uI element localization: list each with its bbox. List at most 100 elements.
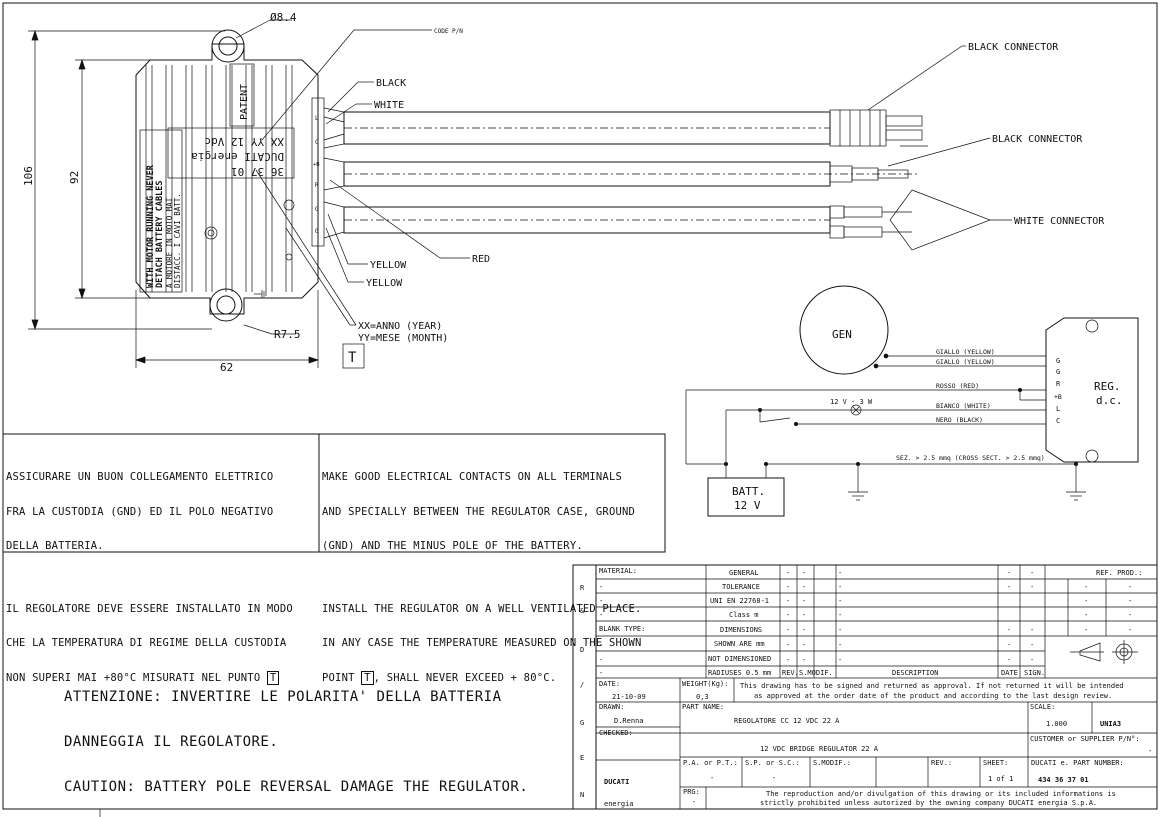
wire-label-red: ROSSO (RED) [936, 382, 979, 390]
black-connector-2 [829, 165, 909, 183]
sheet-format: UNIA3 [1100, 720, 1121, 728]
general-label: GENERAL [729, 569, 759, 577]
checked-label: CHECKED: [599, 729, 633, 737]
cell-dash: - [838, 641, 842, 649]
pin-l: L [1056, 405, 1060, 413]
note-it-line1: ASSICURARE UN BUON COLLEGAMENTO ELETTRIC… [6, 471, 274, 483]
cell-dash: - [838, 611, 842, 619]
cell-dash: - [838, 597, 842, 605]
dim-hole: Ø8.4 [270, 11, 297, 24]
ducati-logo-text: DUCATI [604, 778, 629, 786]
gen-label: GEN [832, 328, 852, 341]
date-code-month: YY=MESE (MONTH) [358, 333, 448, 344]
customer-pn-value: - [1148, 747, 1152, 755]
cell-dash: - [1084, 597, 1088, 605]
note-italian: ASSICURARE UN BUON COLLEGAMENTO ELETTRIC… [6, 449, 293, 696]
note-it-line6-text: NON SUPERI MAI +80°C MISURATI NEL PUNTO [6, 671, 261, 684]
scale-value: 1.000 [1046, 720, 1067, 728]
class-m-label: Class m [729, 611, 759, 619]
drawn-label: DRAWN: [599, 703, 624, 711]
ref-prod-label: REF. PROD.: [1096, 569, 1142, 577]
wire-label-black: NERO (BLACK) [936, 416, 983, 424]
cell-dash: - [802, 611, 806, 619]
cell-dash: - [802, 641, 806, 649]
wire-black-label: BLACK [376, 78, 406, 89]
cell-dash: - [1007, 641, 1011, 649]
cell-dash: - [1030, 626, 1034, 634]
reg-dc-label: d.c. [1096, 394, 1123, 407]
note-en-line4: INSTALL THE REGULATOR ON A WELL VENTILAT… [322, 602, 642, 615]
pin-b: +B [1054, 393, 1062, 401]
cell-dash: - [838, 656, 842, 664]
approval-notice-line2: as approved at the order date of the pro… [754, 692, 1112, 700]
cell-dash: - [1030, 583, 1034, 591]
cell-dash: - [838, 583, 842, 591]
note-en-line2: AND SPECIALLY BETWEEN THE REGULATOR CASE… [322, 505, 636, 518]
cell-dash: - [1007, 626, 1011, 634]
cell-dash: - [1128, 626, 1132, 634]
pin-r: R [1056, 380, 1061, 388]
cell-dash: - [802, 597, 806, 605]
cell-dash: - [1007, 656, 1011, 664]
cell-dash: - [1007, 569, 1011, 577]
scale-label: SCALE: [1030, 703, 1055, 711]
wire-label-yellow-1: GIALLO (YELLOW) [936, 348, 995, 356]
note-it-line4: IL REGOLATORE DEVE ESSERE INSTALLATO IN … [6, 602, 293, 615]
material-label: MATERIAL: [599, 567, 637, 575]
warning-en-line2: DETACH BATTERY CABLES [155, 181, 165, 288]
pin-c: C [1056, 417, 1060, 425]
pin-g1: G [1056, 357, 1060, 365]
blank-type-label: BLANK TYPE: [599, 625, 645, 633]
terminal-l: L [315, 115, 319, 122]
part-number-value: 434 36 37 01 [1038, 776, 1089, 784]
cable-bundle [323, 107, 920, 239]
part-name-english: 12 VDC BRIDGE REGULATOR 22 A [760, 745, 879, 753]
cell-dash: - [786, 656, 790, 664]
warning-en-line1: WITH MOTOR RUNNING NEVER [146, 164, 156, 288]
wire-red-label: RED [472, 254, 490, 265]
reproduction-notice-line2: strictly prohibited unless autorized by … [760, 799, 1097, 807]
dimensions-label: DIMENSIONS [720, 626, 762, 634]
drawn-value: D.Renna [614, 717, 644, 725]
note-en-line6a: POINT [322, 671, 355, 684]
note-en-line5: IN ANY CASE THE TEMPERATURE MEASURED ON … [322, 637, 642, 649]
date-col-label: DATE [1001, 669, 1018, 677]
white-connector [829, 189, 991, 251]
sign-col-label: SIGN. [1024, 669, 1045, 677]
wire-yellow-label-1: YELLOW [370, 260, 407, 271]
cell-dash: - [802, 583, 806, 591]
warning-it-line1: A MOTORE IN MOTO MAI [165, 198, 174, 288]
note-en-line1: MAKE GOOD ELECTRICAL CONTACTS ON ALL TER… [322, 471, 622, 483]
point-t-box: T [266, 670, 280, 685]
side-letter-r: R [580, 584, 585, 592]
dim-radius: R7.5 [274, 328, 301, 341]
projection-symbol [1070, 640, 1138, 664]
blank-row1: - [599, 641, 603, 649]
wire-yellow-label-2: YELLOW [366, 278, 403, 289]
terminal-g2: G [315, 228, 319, 235]
blank-row3: - [599, 669, 603, 677]
side-letter-amp: & [580, 607, 585, 615]
cell-dash: - [786, 641, 790, 649]
cross-section-label: SEZ. > 2.5 mmq (CROSS SECT. > 2.5 mmq) [896, 454, 1045, 462]
batt-voltage: 12 V [734, 499, 761, 512]
cell-dash: - [1030, 656, 1034, 664]
rev-label: REV.: [931, 759, 952, 767]
black-connector-1 [829, 109, 928, 147]
tolerance-label: TOLERANCE [722, 583, 760, 591]
attention-warning: ATTENZIONE: INVERTIRE LE POLARITA' DELLA… [64, 660, 528, 810]
regulator-front-view: PATENT 36 37 01 DUCATI energia XX YY 12 … [135, 29, 325, 322]
blank-row2: - [599, 656, 603, 664]
cell-dash: - [802, 569, 806, 577]
material-row3: - [599, 611, 603, 619]
date-code-year: XX=ANNO (YEAR) [358, 321, 442, 332]
cell-dash: - [838, 626, 842, 634]
smodif-col-label: S.MODIF. [799, 669, 833, 677]
terminal-r: R [315, 182, 319, 189]
cell-dash: - [1128, 611, 1132, 619]
side-letter-n: N [580, 791, 584, 799]
dim-width: 62 [220, 361, 233, 374]
approval-notice-line1: This drawing has to be signed and return… [740, 682, 1124, 690]
label-brand: DUCATI energia [191, 150, 284, 163]
